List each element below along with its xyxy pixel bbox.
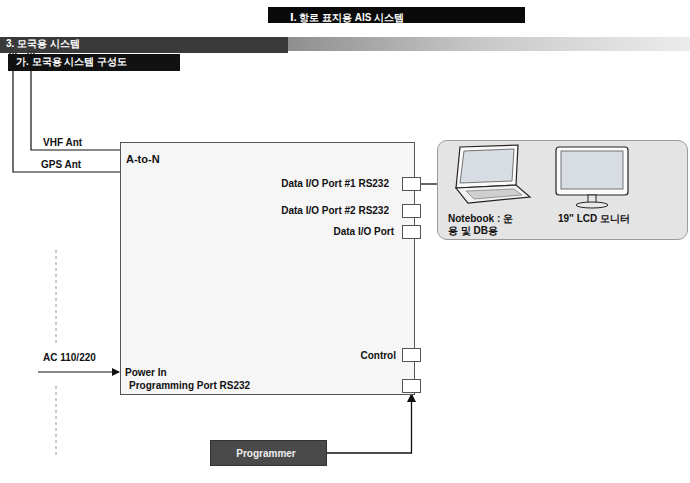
title-band: Ⅰ. 항로 표지용 AIS 시스템	[268, 7, 525, 23]
port-label: Control	[360, 350, 396, 362]
section-band: 3. 모국용 시스템	[0, 37, 288, 53]
monitor-frame	[556, 147, 628, 195]
laptop-base	[456, 185, 530, 203]
port-connector	[402, 204, 421, 218]
port-label: Data I/O Port	[333, 226, 394, 238]
unit-name: A-to-N	[126, 153, 160, 165]
section-heading: 3. 모국용 시스템	[6, 38, 80, 50]
monitor-foot	[576, 202, 608, 208]
operator-station-panel: Notebook : 운용 및 DB용 19" LCD 모니터	[437, 140, 688, 240]
port-label: Programming Port RS232	[129, 380, 250, 392]
port-connector	[402, 379, 421, 393]
port-connector	[402, 225, 421, 239]
power-cable	[38, 371, 119, 372]
section-band-fade	[272, 37, 690, 51]
laptop-screen	[460, 149, 514, 183]
laptop-lid	[456, 145, 518, 188]
device-caption: Notebook : 운용 및 DB용	[448, 213, 520, 237]
port-connector	[402, 348, 421, 362]
a-to-n-unit-box: A-to-N Data I/O Port #1 RS232Data I/O Por…	[120, 142, 415, 395]
power-label: AC 110/220	[42, 352, 97, 364]
dashed-guide	[56, 250, 57, 344]
dashed-guide	[56, 386, 57, 455]
connector-line	[421, 183, 437, 184]
antenna-label: GPS Ant	[40, 159, 82, 171]
port-label: Data I/O Port #1 RS232	[281, 178, 389, 190]
port-connector	[402, 177, 421, 191]
antenna-label: VHF Ant	[42, 137, 83, 149]
device-caption: 19" LCD 모니터	[558, 213, 630, 225]
device-name: Programmer	[211, 448, 321, 460]
programmer-box: Programmer	[210, 440, 327, 466]
monitor-screen	[561, 151, 623, 189]
connector-line	[327, 394, 412, 453]
subsection-heading: 가. 모국용 시스템 구성도	[16, 56, 127, 68]
title-text: Ⅰ. 항로 표지용 AIS 시스템	[290, 10, 404, 26]
laptop-keyboard	[466, 189, 522, 199]
port-label: Data I/O Port #2 RS232	[281, 205, 389, 217]
subsection-band: 가. 모국용 시스템 구성도	[8, 54, 180, 71]
workstation-illustration	[438, 141, 638, 211]
port-label: Power In	[125, 367, 167, 379]
